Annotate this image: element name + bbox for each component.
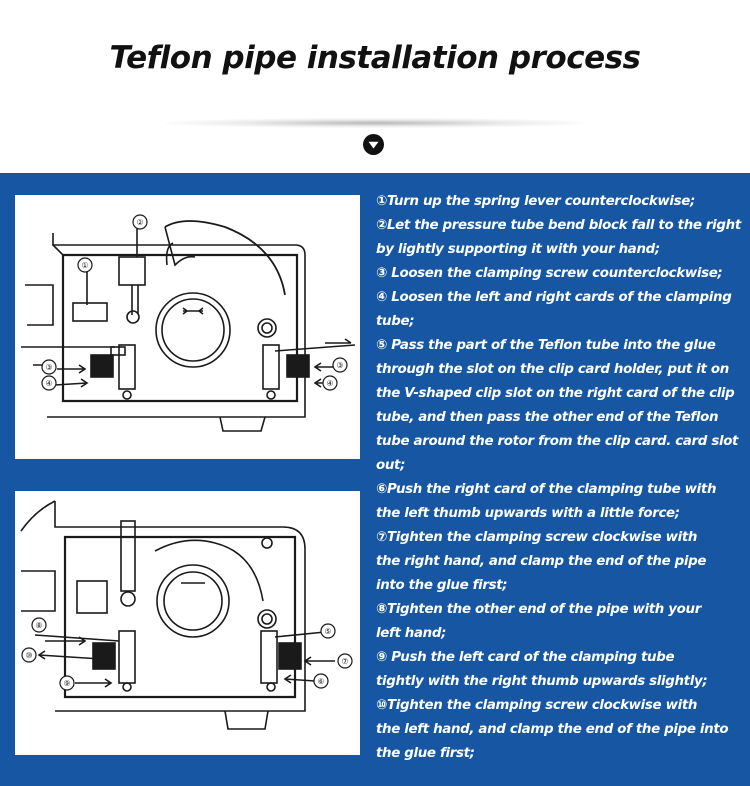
page-title: Teflon pipe installation process <box>109 40 641 76</box>
step-6: ⑥Push the right card of the clamping tub… <box>376 482 717 521</box>
step-10: ⑩Tighten the clamping screw clockwise wi… <box>376 698 729 761</box>
callout-4-right: ④ <box>326 379 333 388</box>
step-7: ⑦Tighten the clamping screw clockwise wi… <box>376 530 707 593</box>
callout-1: ① <box>81 261 88 270</box>
installation-steps: ①Turn up the spring lever counterclockwi… <box>376 190 748 766</box>
installation-diagram-1: ① ② ③ ③ ④ ④ <box>15 195 360 459</box>
callout-5: ⑤ <box>324 627 331 636</box>
step-2: ②Let the pressure tube bend block fall t… <box>376 218 741 257</box>
step-4: ④ Loosen the left and right cards of the… <box>376 290 732 329</box>
step-8: ⑧Tighten the other end of the pipe with … <box>376 602 701 641</box>
chevron-down-icon[interactable] <box>363 134 384 155</box>
step-1: ①Turn up the spring lever counterclockwi… <box>376 194 695 209</box>
installation-diagram-2: ⑧ ⑩ ⑨ ⑤ ⑦ ⑥ <box>15 491 360 755</box>
callout-8: ⑧ <box>35 621 42 630</box>
callout-3-right: ③ <box>336 361 343 370</box>
step-5: ⑤ Pass the part of the Teflon tube into … <box>376 338 739 473</box>
callout-2: ② <box>136 218 143 227</box>
callout-4-left: ④ <box>45 379 52 388</box>
title-divider-shadow <box>165 118 585 128</box>
callout-7: ⑦ <box>341 657 348 666</box>
callout-3-left: ③ <box>45 363 52 372</box>
step-3: ③ Loosen the clamping screw counterclock… <box>376 266 723 281</box>
step-9: ⑨ Push the left card of the clamping tub… <box>376 650 708 689</box>
callout-10: ⑩ <box>25 651 32 660</box>
callout-9: ⑨ <box>63 679 70 688</box>
callout-6: ⑥ <box>317 677 324 686</box>
